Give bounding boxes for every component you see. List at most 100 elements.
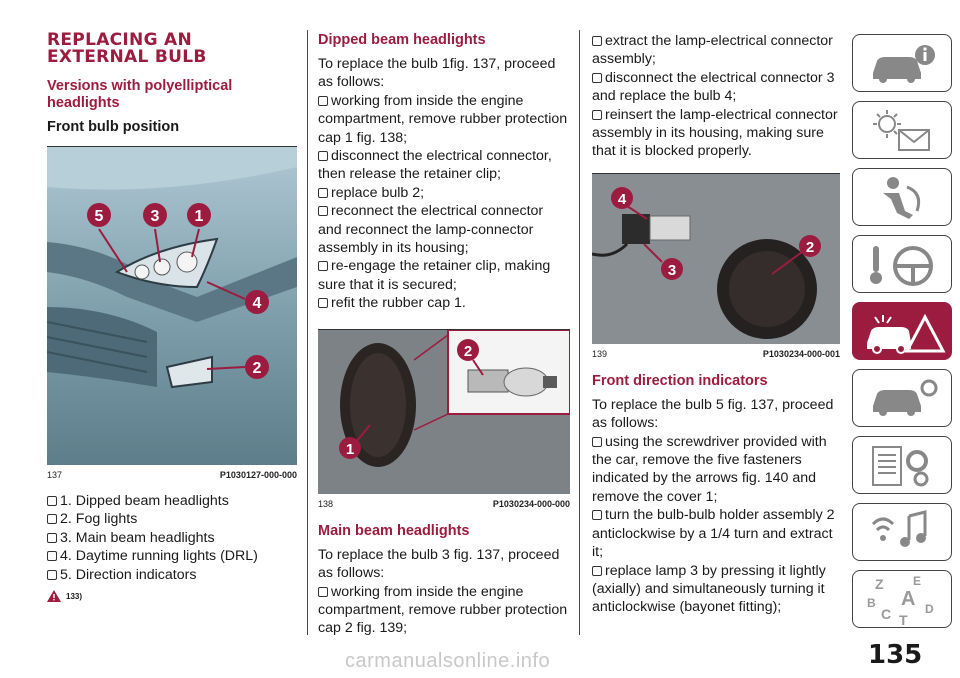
- legend-item: 3. Main beam headlights: [47, 529, 297, 547]
- bullet-icon: [47, 514, 57, 525]
- callout-2: 2: [799, 234, 821, 257]
- warning-reference: 133): [47, 590, 297, 603]
- figure-code: P1030234-000-000: [492, 498, 570, 509]
- svg-text:4: 4: [618, 191, 627, 208]
- main-beam-illustration: 4 3 2: [592, 173, 840, 344]
- bullet-icon: [318, 206, 328, 217]
- emergency-car-icon: [867, 313, 946, 354]
- callout-1: 1: [187, 203, 211, 227]
- figure-137: 5 3 1 4 2 137 P1030127-000-000: [47, 146, 297, 480]
- step-item: replace lamp 3 by pressing it lightly (a…: [592, 562, 826, 616]
- tab-safety[interactable]: [852, 168, 952, 226]
- bullet-icon: [592, 109, 602, 120]
- figure-139: 4 3 2 139 P1030234-000-001: [592, 172, 840, 359]
- step-item: replace bulb 2;: [318, 184, 570, 202]
- step-item: working from inside the engine compartme…: [318, 92, 568, 146]
- step-item: re-engage the retainer clip, making sure…: [318, 258, 551, 293]
- svg-text:1: 1: [346, 441, 354, 458]
- callout-3: 3: [143, 203, 167, 227]
- bullet-icon: [592, 565, 602, 576]
- watermark: carmanualsonline.info: [345, 650, 551, 672]
- figure-caption: 138 P1030234-000-000: [318, 494, 570, 509]
- column-2: Dipped beam headlights To replace the bu…: [318, 32, 570, 638]
- main-beam-heading: Main beam headlights: [318, 522, 470, 539]
- svg-text:D: D: [925, 602, 934, 616]
- svg-text:5: 5: [95, 208, 104, 225]
- step-item: using the screwdriver provided with the …: [592, 433, 827, 505]
- tab-warning-lights[interactable]: [852, 101, 952, 159]
- svg-text:2: 2: [464, 343, 472, 360]
- bullet-icon: [318, 187, 328, 198]
- column-1: REPLACING AN EXTERNAL BULB Versions with…: [47, 30, 297, 603]
- svg-text:C: C: [881, 606, 891, 622]
- figure-138: 2 1 138 P1030234-000-000: [318, 328, 570, 509]
- callout-2: 2: [457, 338, 479, 361]
- bulb-legend: 1. Dipped beam headlights 2. Fog lights …: [47, 492, 297, 584]
- callout-3: 3: [661, 257, 683, 280]
- step-item: reinsert the lamp-electrical connector a…: [592, 106, 838, 160]
- legend-item: 1. Dipped beam headlights: [47, 492, 297, 510]
- main-beam-intro: To replace the bulb 3 fig. 137, proceed …: [318, 546, 560, 582]
- callout-4: 4: [245, 290, 269, 314]
- svg-text:B: B: [867, 596, 876, 610]
- warning-lights-icon: [873, 110, 930, 151]
- bullet-icon: [318, 261, 328, 272]
- bullet-icon: [592, 72, 602, 83]
- subsection-title: Versions with polyelliptical headlights: [47, 78, 233, 111]
- svg-text:1: 1: [195, 208, 204, 225]
- step-item: disconnect the electrical connector 3 an…: [592, 69, 835, 105]
- callout-1: 1: [339, 436, 361, 459]
- tab-technical-data[interactable]: [852, 436, 952, 494]
- multimedia-icon: [871, 510, 927, 547]
- warning-triangle-icon: [47, 590, 61, 603]
- callout-4: 4: [611, 186, 633, 209]
- svg-text:3: 3: [151, 208, 160, 225]
- figure-code: P1030234-000-001: [762, 348, 840, 359]
- tab-driving[interactable]: [852, 235, 952, 293]
- bullet-icon: [318, 586, 328, 597]
- column-3: extract the lamp-electrical connector as…: [592, 32, 840, 617]
- index-letters-icon: Z E A B C D T: [867, 574, 934, 628]
- steering-wheel-icon: [870, 246, 933, 286]
- front-bulb-position-heading: Front bulb position: [47, 119, 180, 135]
- safety-seat-icon: [883, 177, 921, 219]
- callout-2: 2: [245, 355, 269, 379]
- legend-item: 4. Daytime running lights (DRL): [47, 547, 297, 565]
- tab-car-info[interactable]: [852, 34, 952, 92]
- bullet-icon: [592, 36, 602, 46]
- bullet-icon: [592, 510, 602, 521]
- direction-indicators-heading: Front direction indicators: [592, 372, 768, 389]
- car-info-icon: [873, 45, 935, 83]
- step-item: working from inside the engine compartme…: [318, 583, 568, 637]
- bullet-icon: [47, 569, 57, 580]
- figure-caption: 137 P1030127-000-000: [47, 465, 297, 480]
- svg-text:3: 3: [668, 262, 676, 279]
- step-item: reconnect the electrical connector and r…: [318, 203, 544, 257]
- bullet-icon: [318, 95, 328, 106]
- technical-data-icon: [872, 446, 929, 487]
- tab-maintenance[interactable]: [852, 369, 952, 427]
- tab-emergency[interactable]: [852, 302, 952, 360]
- svg-text:A: A: [901, 588, 915, 610]
- tab-index[interactable]: Z E A B C D T: [852, 570, 952, 628]
- bullet-icon: [47, 496, 57, 506]
- callout-5: 5: [87, 203, 111, 227]
- headlight-illustration: 5 3 1 4 2: [47, 147, 297, 465]
- dipped-beam-intro: To replace the bulb 1fig. 137, proceed a…: [318, 56, 556, 91]
- svg-text:Z: Z: [875, 576, 884, 592]
- figure-number: 137: [47, 470, 63, 480]
- figure-number: 138: [318, 498, 334, 509]
- bullet-icon: [318, 298, 328, 309]
- legend-item: 5. Direction indicators: [47, 566, 297, 584]
- car-maintenance-icon: [873, 379, 938, 416]
- section-title: REPLACING AN EXTERNAL BULB: [47, 30, 207, 67]
- tab-multimedia[interactable]: [852, 503, 952, 561]
- dipped-beam-heading: Dipped beam headlights: [318, 32, 486, 48]
- bullet-icon: [47, 532, 57, 543]
- svg-text:2: 2: [806, 239, 814, 256]
- bullet-icon: [47, 551, 57, 562]
- bullet-icon: [592, 436, 602, 447]
- page-number: 135: [868, 640, 923, 670]
- dipped-beam-illustration: 2 1: [318, 329, 570, 494]
- bullet-icon: [318, 151, 328, 162]
